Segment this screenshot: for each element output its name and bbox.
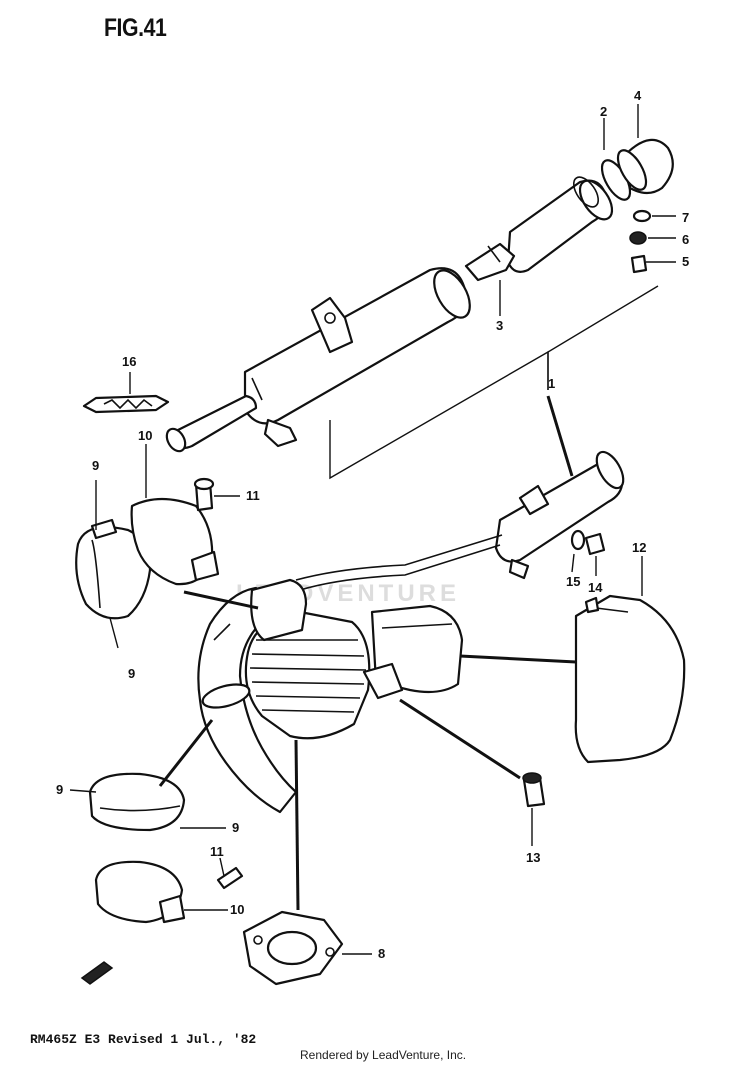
- callout-11a: 11: [246, 488, 260, 503]
- callout-9a: 9: [92, 458, 99, 473]
- tail-pipe: [506, 176, 614, 273]
- callout-7: 7: [682, 210, 689, 225]
- clamp-9-lower: [88, 772, 186, 832]
- spark-arrester: [464, 242, 516, 282]
- clamp-9-upper: [75, 518, 152, 620]
- callout-2: 2: [600, 104, 607, 119]
- front-arrow-icon: [80, 961, 114, 985]
- callout-9d: 9: [232, 820, 239, 835]
- callout-10a: 10: [138, 428, 152, 443]
- hardware-6: [629, 231, 647, 245]
- bolt-11-lower: [216, 866, 244, 890]
- clamp-10-upper: [130, 497, 220, 586]
- callout-5: 5: [682, 254, 689, 269]
- leader-lines: [69, 104, 676, 955]
- callout-13: 13: [526, 850, 540, 865]
- hardware-5: [630, 254, 648, 274]
- footer-render-credit: Rendered by LeadVenture, Inc.: [300, 1048, 467, 1062]
- collar-14: [584, 532, 606, 556]
- callout-16: 16: [122, 354, 136, 369]
- callout-9b: 9: [128, 666, 135, 681]
- callout-3: 3: [496, 318, 503, 333]
- expansion-chamber: [197, 578, 308, 814]
- callouts: 1 2 3 4 5 6 7 8 9 9 9 9 10 10 11 11 12 1…: [56, 88, 689, 961]
- callout-15: 15: [566, 574, 580, 589]
- bolt-11-upper: [193, 477, 215, 512]
- engine-cylinder: [244, 604, 464, 740]
- heat-cover: [574, 594, 686, 764]
- callout-14: 14: [588, 580, 603, 595]
- callout-11b: 11: [210, 844, 224, 859]
- hardware-7: [632, 209, 652, 223]
- callout-10b: 10: [230, 902, 244, 917]
- callout-4: 4: [634, 88, 642, 103]
- end-cap: [616, 138, 674, 195]
- callout-9c: 9: [56, 782, 63, 797]
- washer-15: [570, 529, 586, 551]
- muffler-lower: [295, 450, 625, 591]
- footer-model-revision: RM465Z E3 Revised 1 Jul., '82: [30, 1032, 257, 1047]
- figure-title: FIG.41: [104, 14, 167, 42]
- callout-8: 8: [378, 946, 385, 961]
- stud-bolt: [522, 772, 546, 808]
- callout-1: 1: [548, 376, 555, 391]
- callout-6: 6: [682, 232, 689, 247]
- spring: [82, 394, 170, 414]
- callout-12: 12: [632, 540, 646, 555]
- exhaust-flange: [242, 910, 344, 986]
- muffler-upper: [165, 267, 471, 453]
- clamp-10-lower: [94, 860, 186, 924]
